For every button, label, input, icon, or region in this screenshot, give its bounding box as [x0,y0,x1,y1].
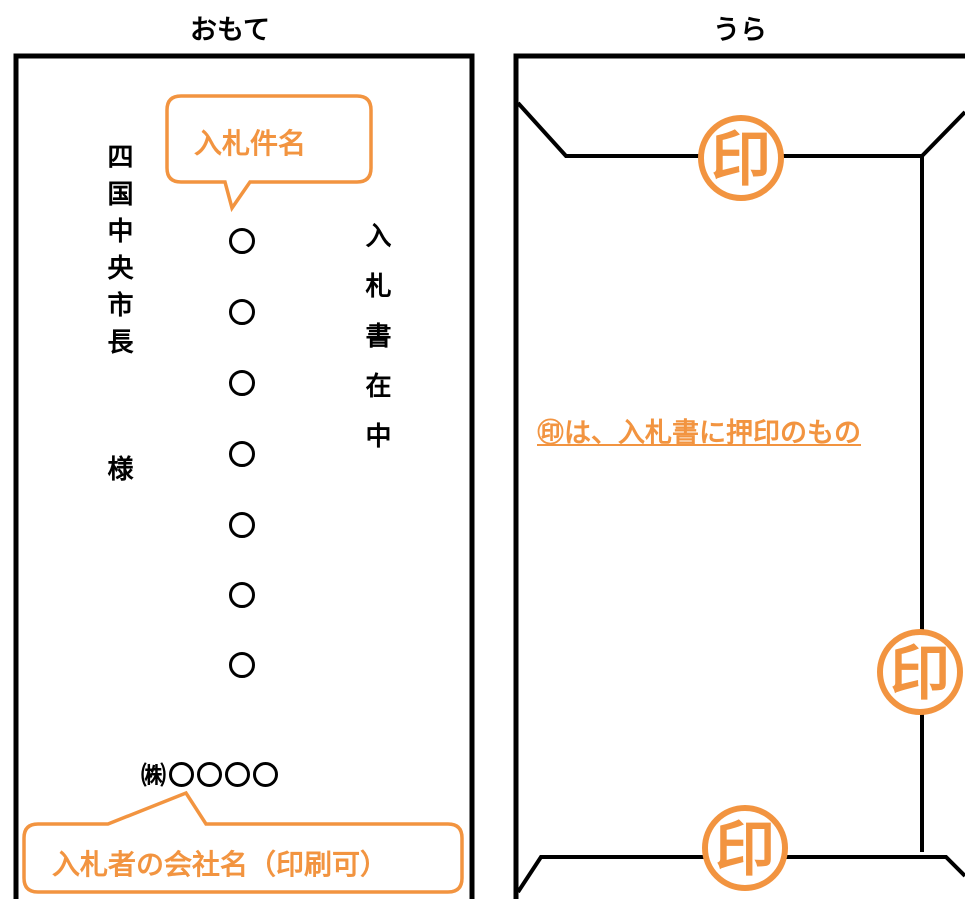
subject-placeholder-circle [229,582,255,608]
subject-placeholder-circle [229,228,255,254]
subject-placeholder-circle [229,370,255,396]
back-envelope-outline [513,53,965,899]
seal-ring-top [698,115,784,201]
company-placeholder-circle [225,761,251,787]
front-title: おもて [190,15,270,46]
company-callout-bubble [22,790,464,894]
company-prefix: ㈱ [141,761,167,790]
company-placeholder-circle [253,761,279,787]
subject-placeholder-circle [229,299,255,325]
seal-top: 印 [711,125,771,195]
subject-callout-bubble [165,94,373,213]
addressee-honorific: 様 [103,455,133,481]
company-placeholder-circle [169,761,195,787]
company-placeholder-circle [197,761,223,787]
subject-placeholder-circle [229,441,255,467]
company-name: ㈱ [141,756,279,792]
seal-right: 印 [890,639,950,709]
seal-ring-right [877,629,963,715]
front-envelope-outline [13,53,475,899]
company-callout-label: 入札者の会社名（印刷可） [52,848,389,881]
subject-placeholder-circle [229,652,255,678]
back-title: うら [713,15,767,46]
seal-bottom: 印 [715,815,775,885]
addressee-name: 四国中央市長 [103,143,133,365]
enclosed-label: 入札書在中 [361,222,391,472]
subject-placeholder-circle [229,512,255,538]
seal-ring-bottom [702,805,788,891]
seal-note: ㊞は、入札書に押印のもの [537,418,861,449]
subject-callout-label: 入札件名 [194,127,307,160]
